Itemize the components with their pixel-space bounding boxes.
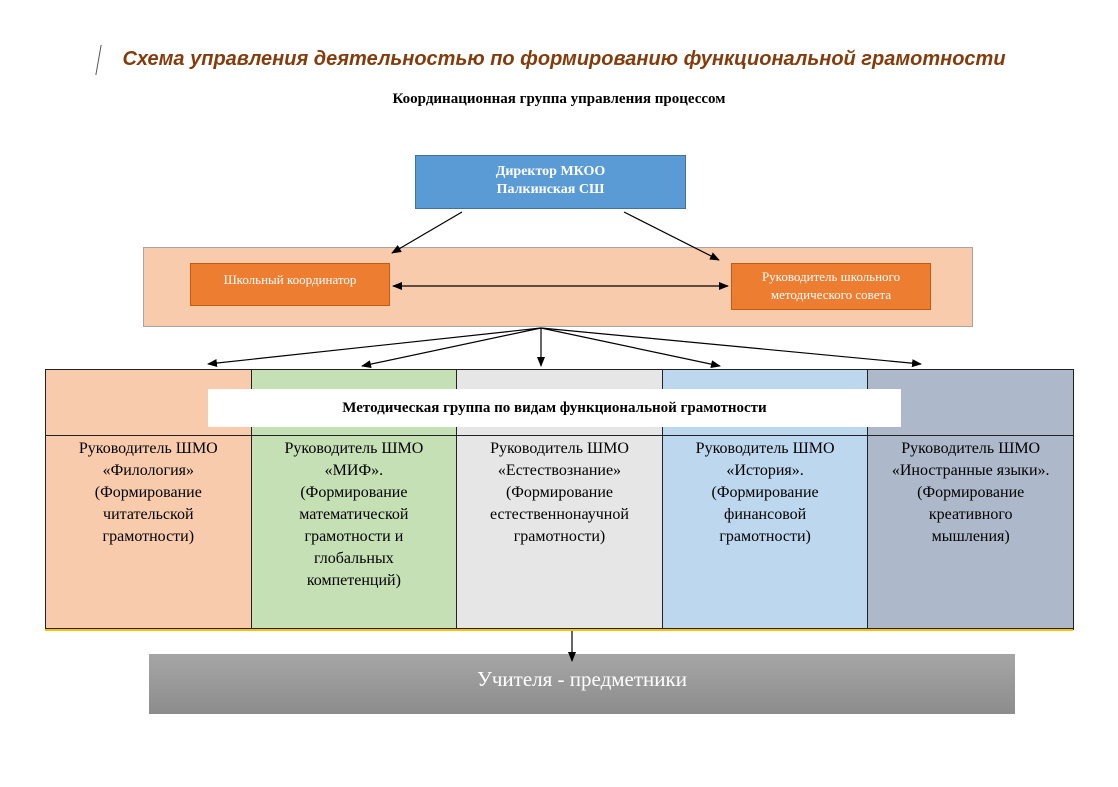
column-text: Руководитель ШМО «История». (Формирование ф… — [663, 438, 868, 548]
columns-bottom-rule — [45, 628, 1073, 631]
column-divider — [457, 435, 662, 436]
teachers-box: Учителя - предметники — [149, 654, 1015, 714]
arrow-director-to-council — [623, 211, 720, 261]
column-text-line: грамотности) — [719, 528, 811, 545]
method-group-banner: Методическая группа по видам функциональ… — [208, 389, 901, 427]
column-text-line: Руководитель ШМО — [78, 440, 218, 457]
column-text-line: математической — [299, 506, 409, 523]
column-text: Руководитель ШМО «Естествознание» (Формиро… — [457, 438, 662, 548]
page-subtitle: Координационная группа управления процес… — [392, 91, 726, 107]
column-text-line: «Филология» — [102, 462, 195, 479]
method-column: Руководитель ШМО «Иностранные языки». (Фор… — [867, 369, 1074, 630]
arrow-to-column-1 — [207, 327, 542, 368]
council-line-1: Руководитель школьного — [761, 269, 901, 284]
column-text: Руководитель ШМО «Филология» (Формирование… — [46, 438, 251, 548]
column-text-line: грамотности) — [513, 528, 606, 545]
column-text-line: компетенций) — [306, 572, 401, 589]
arrow-to-column-4 — [540, 327, 721, 369]
council-line-2: методического совета — [770, 287, 892, 302]
column-text-line: Руководитель ШМО — [490, 440, 629, 457]
column-divider — [46, 435, 251, 436]
column-divider — [251, 435, 457, 436]
column-text-line: читательской — [103, 506, 194, 523]
director-line-2: Палкинская СШ — [496, 182, 605, 197]
column-text-line: (Формирование — [711, 484, 819, 501]
column-text-line: Руководитель ШМО — [695, 440, 835, 457]
column-text-line: Руководитель ШМО — [901, 440, 1041, 457]
column-text-line: Руководитель ШМО — [284, 440, 424, 457]
director-line-1: Директор МКОО — [495, 164, 606, 179]
column-text: Руководитель ШМО «МИФ». (Формирование матем… — [252, 438, 457, 592]
arrow-to-column-5 — [540, 327, 922, 368]
column-text-line: глобальных — [314, 550, 394, 567]
coordinator-box: Школьный координатор — [190, 263, 390, 306]
column-text-line: (Формирование — [300, 484, 408, 501]
column-text: Руководитель ШМО «Иностранные языки». (Фор… — [868, 438, 1073, 548]
column-text-line: (Формирование — [917, 484, 1025, 501]
arrow-director-to-coordinator — [391, 211, 463, 254]
column-divider — [662, 435, 868, 436]
column-text-line: финансовой — [723, 506, 807, 523]
column-text-line: грамотности и — [304, 528, 404, 545]
arrow-to-column-2 — [361, 327, 542, 369]
column-text-line: мышления) — [931, 528, 1010, 545]
column-text-line: естественнонаучной — [490, 506, 629, 523]
page-title: Схема управления деятельностью по формир… — [122, 48, 1006, 70]
council-head-box: Руководитель школьного методического сов… — [731, 263, 931, 310]
column-text-line: (Формирование — [94, 484, 202, 501]
column-text-line: грамотности) — [102, 528, 195, 545]
column-text-line: «Естествознание» — [497, 462, 622, 479]
column-text-line: «МИФ». — [324, 462, 384, 479]
column-divider — [868, 435, 1073, 436]
column-text-line: «История». — [726, 462, 804, 479]
column-text-line: «Иностранные языки». — [891, 462, 1050, 479]
column-text-line: креативного — [928, 506, 1013, 523]
director-box: Директор МКОО Палкинская СШ — [415, 155, 686, 209]
column-text-line: (Формирование — [505, 484, 614, 501]
